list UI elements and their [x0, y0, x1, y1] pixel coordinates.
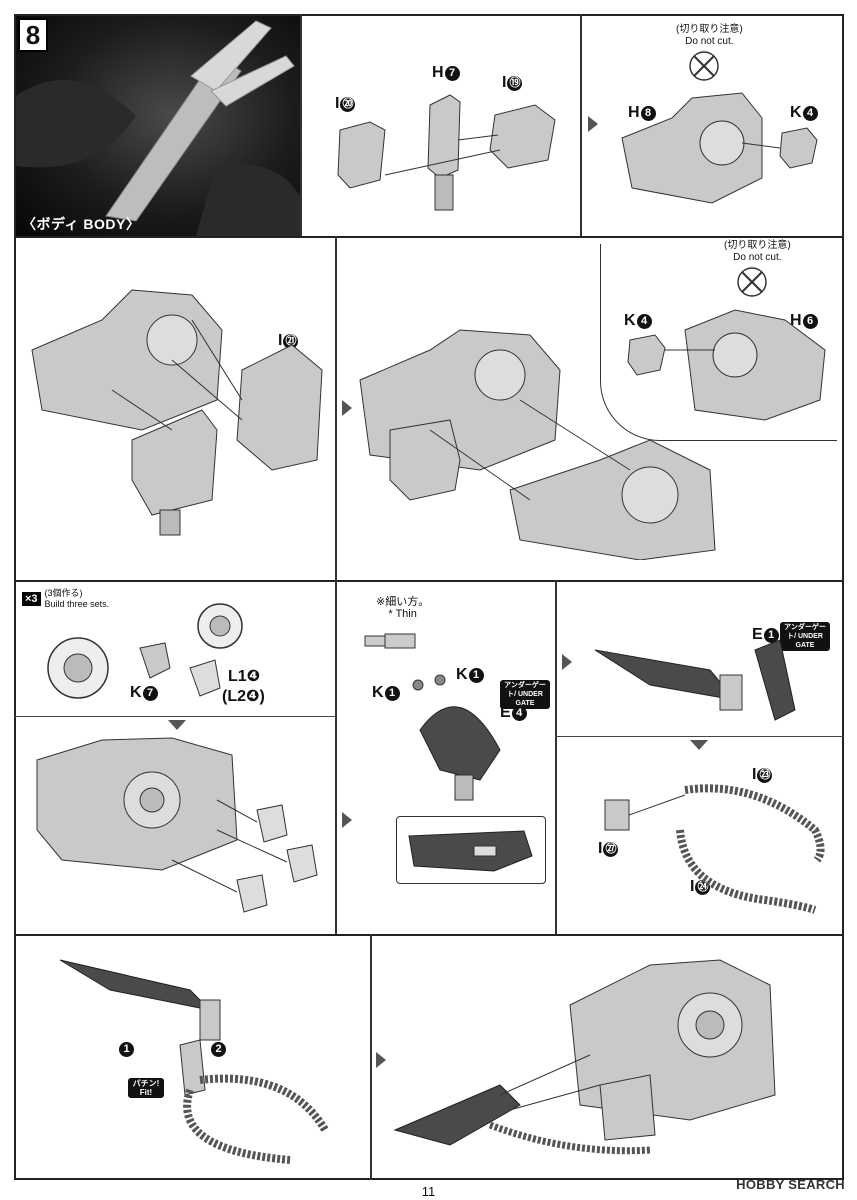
thin-pin-diagram: [364, 633, 416, 649]
parts-row2-right: [359, 329, 716, 560]
section-title: 〈ボディ BODY〉: [22, 216, 141, 232]
detail-box-part: [408, 830, 533, 872]
build-three-badge: ×3 (3個作る)Build three sets.: [22, 588, 109, 610]
under-gate-tag-2: アンダーゲート/ UNDER GATE: [780, 622, 830, 651]
flow-arrow-r3: [342, 812, 352, 828]
label-l14: L1❹: [228, 668, 261, 685]
divider-r1b: [580, 14, 582, 236]
divider-row1: [14, 236, 844, 238]
label-l24: (L2❹): [222, 688, 265, 705]
divider-r2a: [335, 236, 337, 580]
no-cut-icon-1: [689, 51, 719, 81]
step-marker-2: 2: [210, 1040, 226, 1058]
page-frame: [14, 14, 844, 1180]
parts-row3-right-top: [594, 639, 796, 721]
parts-row3-middle: [412, 674, 501, 801]
flow-arrow-r2: [342, 400, 352, 416]
parts-row1-middle: [337, 94, 556, 211]
parts-row4-left: [59, 959, 329, 1164]
parts-row2-detail: [627, 309, 826, 421]
flow-arrow-down-2: [690, 740, 708, 750]
photo-model-silhouette: [16, 20, 300, 236]
page-number: 11: [421, 1184, 436, 1199]
flow-arrow-r5: [376, 1052, 386, 1068]
reference-photo: [16, 16, 300, 236]
divider-row3: [14, 934, 844, 936]
flow-arrow-r1: [588, 116, 598, 132]
divider-r3-left: [14, 716, 335, 717]
divider-photo: [300, 14, 302, 236]
under-gate-tag-1: アンダーゲート/ UNDER GATE: [500, 680, 550, 709]
divider-row2: [14, 580, 844, 582]
divider-r4a: [370, 934, 372, 1180]
do-not-cut-note-2: (切り取り注意)Do not cut.: [724, 240, 791, 263]
parts-row3-left-bottom: [36, 737, 318, 913]
flow-arrow-down-1: [168, 720, 186, 730]
step-number: 8: [18, 18, 48, 52]
parts-row3-left-top: [47, 603, 243, 699]
parts-row3-right-bottom: [604, 784, 825, 914]
divider-r3-right: [555, 736, 844, 737]
fit-tag: パチン! Fit!: [128, 1078, 164, 1098]
divider-r3b: [555, 580, 557, 934]
step-marker-1: 1: [118, 1040, 134, 1058]
x3-tag: ×3: [22, 592, 41, 606]
divider-r3a: [335, 580, 337, 934]
no-cut-icon-2: [737, 267, 767, 297]
watermark: HOBBY SEARCH: [736, 1177, 845, 1192]
flow-arrow-r4: [562, 654, 572, 670]
thin-note: ※細い方。* Thin: [376, 596, 430, 620]
parts-row4-right: [393, 959, 776, 1155]
parts-row2-left: [31, 289, 323, 536]
parts-row1-right: [621, 92, 818, 204]
do-not-cut-note-1: (切り取り注意)Do not cut.: [676, 24, 743, 47]
